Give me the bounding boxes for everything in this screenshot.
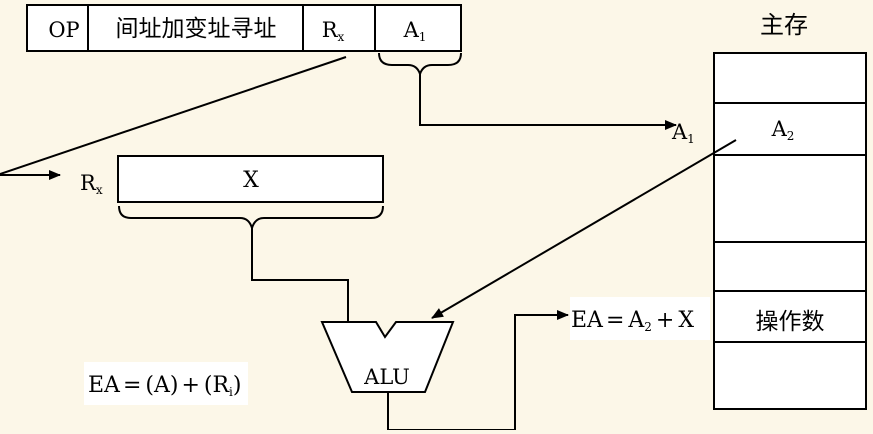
register-content: X bbox=[243, 168, 259, 193]
rx-pointer-line bbox=[0, 56, 347, 175]
a1-brace bbox=[378, 52, 462, 78]
rx-field: Rx bbox=[322, 18, 345, 44]
memory-cell-operand: 操作数 bbox=[756, 309, 825, 335]
alu-label: ALU bbox=[363, 365, 410, 389]
register-label: Rx bbox=[80, 171, 103, 197]
addressing-mode-field: 间址加变址寻址 bbox=[116, 16, 277, 42]
alu-shape bbox=[320, 321, 455, 393]
a2-to-alu-arrow bbox=[431, 139, 737, 319]
register-brace bbox=[118, 205, 384, 232]
opcode-field: OP bbox=[48, 18, 79, 42]
instruction-word: OP 间址加变址寻址 Rx A1 bbox=[26, 4, 462, 52]
alu: ALU bbox=[320, 321, 455, 393]
ea-general-box bbox=[84, 362, 248, 405]
index-register: Rx X bbox=[80, 155, 384, 203]
main-memory: 主存 A2 操作数 bbox=[713, 11, 867, 410]
memory-cell-a2: A2 bbox=[771, 117, 795, 143]
memory-address-a1: A1 bbox=[671, 120, 695, 146]
a1-to-memory-arrow bbox=[419, 74, 677, 130]
ea-result-text: EA=A2+X bbox=[571, 308, 694, 334]
memory-title: 主存 bbox=[760, 11, 808, 39]
ea-result-formula: EA=A2+X bbox=[570, 297, 710, 340]
a1-field: A1 bbox=[403, 18, 427, 44]
ea-result-box bbox=[570, 297, 710, 340]
register-to-alu-line bbox=[251, 228, 349, 322]
instruction-frame bbox=[26, 4, 462, 52]
ea-general-text: EA=(A)+(Ri) bbox=[88, 373, 241, 399]
memory-frame bbox=[713, 52, 867, 410]
ea-general-formula: EA=(A)+(Ri) bbox=[84, 362, 248, 405]
register-box bbox=[117, 155, 384, 203]
